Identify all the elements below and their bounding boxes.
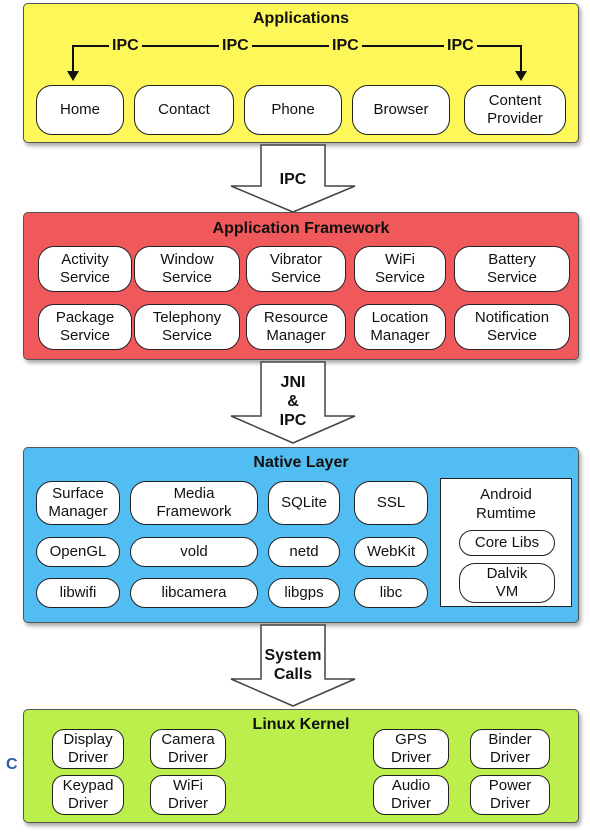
android-runtime-panel: Android Rumtime Core Libs Dalvik VM: [440, 478, 572, 607]
android-runtime-title: Android Rumtime: [475, 486, 536, 522]
display-driver: Display Driver: [52, 729, 124, 769]
wifi-driver: WiFi Driver: [150, 775, 226, 815]
camera-driver: Camera Driver: [150, 729, 226, 769]
native-title: Native Layer: [253, 454, 349, 471]
resource-manager: Resource Manager: [246, 304, 346, 350]
vibrator-service: Vibrator Service: [246, 246, 346, 292]
stray-letter: C: [6, 756, 18, 773]
audio-driver: Audio Driver: [373, 775, 449, 815]
applications-layer: Applications IPC IPC IPC IPC Home Contac…: [23, 3, 579, 143]
libc: libc: [354, 578, 428, 608]
ipc-label-4: IPC: [444, 37, 477, 55]
app-browser: Browser: [352, 85, 450, 135]
app-phone: Phone: [244, 85, 342, 135]
dalvik-vm: Dalvik VM: [459, 563, 555, 603]
app-contact: Contact: [134, 85, 234, 135]
vold: vold: [130, 537, 258, 567]
arrow-ipc-label: IPC: [279, 171, 307, 188]
app-home: Home: [36, 85, 124, 135]
window-service: Window Service: [134, 246, 240, 292]
gps-driver: GPS Driver: [373, 729, 449, 769]
telephony-service: Telephony Service: [134, 304, 240, 350]
framework-layer: Application Framework Activity Service W…: [23, 212, 579, 360]
ipc-label-2: IPC: [219, 37, 252, 55]
webkit: WebKit: [354, 537, 428, 567]
wifi-service: WiFi Service: [354, 246, 446, 292]
native-layer: Native Layer Surface Manager Media Frame…: [23, 447, 579, 623]
arrow-jni-ipc: [230, 361, 356, 444]
arrow-ipc: [230, 144, 356, 213]
ipc-label-1: IPC: [109, 37, 142, 55]
kernel-title: Linux Kernel: [252, 716, 350, 733]
sqlite: SQLite: [268, 481, 340, 525]
arrow-system-calls-label: System Calls: [264, 647, 322, 683]
netd: netd: [268, 537, 340, 567]
location-manager: Location Manager: [354, 304, 446, 350]
libgps: libgps: [268, 578, 340, 608]
power-driver: Power Driver: [470, 775, 550, 815]
activity-service: Activity Service: [38, 246, 132, 292]
applications-title: Applications: [252, 10, 349, 27]
notification-service: Notification Service: [454, 304, 570, 350]
binder-driver: Binder Driver: [470, 729, 550, 769]
kernel-layer: Linux Kernel Display Driver Camera Drive…: [23, 709, 579, 823]
opengl: OpenGL: [36, 537, 120, 567]
core-libs: Core Libs: [459, 530, 555, 556]
package-service: Package Service: [38, 304, 132, 350]
ipc-connector: [67, 45, 527, 81]
arrow-jni-ipc-label: JNI & IPC: [279, 374, 307, 429]
libcamera: libcamera: [130, 578, 258, 608]
arrow-system-calls: [230, 624, 356, 707]
media-framework: Media Framework: [130, 481, 258, 525]
ssl: SSL: [354, 481, 428, 525]
surface-manager: Surface Manager: [36, 481, 120, 525]
app-content-provider: Content Provider: [464, 85, 566, 135]
keypad-driver: Keypad Driver: [52, 775, 124, 815]
battery-service: Battery Service: [454, 246, 570, 292]
framework-title: Application Framework: [212, 220, 390, 237]
ipc-label-3: IPC: [329, 37, 362, 55]
libwifi: libwifi: [36, 578, 120, 608]
